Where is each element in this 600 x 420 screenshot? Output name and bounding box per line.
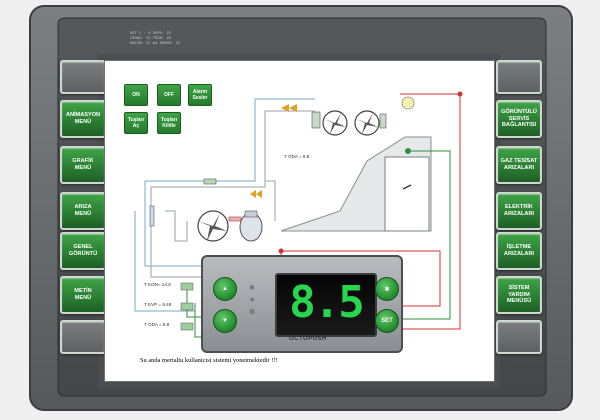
sensor-led-icon [457,91,463,97]
menu-ariza-button[interactable]: ARIZA MENÜ [60,192,106,230]
menu-goruntulu-servis-button[interactable]: GÖRÜNTÜLÜ SERVİS BAĞLANTISI [496,100,542,138]
controller-display: 8.5 [275,273,377,337]
off-button[interactable]: OFF [157,84,181,106]
snowflake-icon: ❄ [384,286,390,293]
empty-left-button-top[interactable] [60,60,106,94]
thermostat-controller: ▲ ▼ ❄☀⚙ 8.5 ❄ SET OCTOPUSH [201,255,403,353]
menu-metin-button[interactable]: METİN MENÜ [60,276,106,314]
empty-right-button-bottom[interactable] [496,320,542,354]
evaporator-fan-1 [322,110,348,136]
refrigeration-diagram [134,91,463,338]
green-pipe [401,150,451,320]
cold-room-door [384,156,430,232]
keys-unlock-button[interactable]: Tuşları Aç [124,112,148,134]
info-line: CIHAZ: 22 TEDH: 22 [130,37,172,41]
on-button[interactable]: ON [124,84,148,106]
menu-elektrik-button[interactable]: ELEKTRİK ARIZALARI [496,192,542,230]
empty-left-button-bottom[interactable] [60,320,106,354]
info-line: HACIM: 22 m3 SENSR: 22 [130,42,181,46]
room-temp-reading: T ODA = 8.8 [144,322,170,327]
controller-temperature-value: 8.5 [289,277,364,328]
controller-brand: OCTOPUSH [289,336,327,342]
status-message: Su anda mertaltu kullanicisi sistemi yon… [140,357,278,364]
menu-animasyon-button[interactable]: ANİMASYON MENÜ [60,100,106,138]
lamp-icon [401,96,415,110]
info-line: SET C : 8 DEPO: 22 [130,32,172,36]
empty-right-button-top[interactable] [496,60,542,94]
room-temp-reading-top: T ODA = 8.8 [284,154,310,159]
up-arrow-button[interactable]: ▲ [213,277,237,301]
evaporator-fan-2 [354,110,380,136]
condenser-fan [197,210,229,242]
menu-gaz-tesisat-button[interactable]: GAZ TESİSAT ARIZALARI [496,146,542,184]
compressor [239,210,263,242]
sensor-led-icon [405,148,411,154]
system-info-panel: SET C : 8 DEPO: 22 CIHAZ: 22 TEDH: 22 HA… [130,32,180,47]
status-icons: ❄☀⚙ [249,285,256,316]
menu-isletme-button[interactable]: İŞLETME ARIZALARI [496,232,542,270]
set-button[interactable]: SET [375,309,399,333]
menu-genel-goruntu-button[interactable]: GENEL GÖRÜNTÜ [60,232,106,270]
down-arrow-button[interactable]: ▼ [213,309,237,333]
condenser-temp-reading: T KON= 24.8 [144,282,171,287]
menu-grafik-button[interactable]: GRAFİK MENÜ [60,146,106,184]
alarm-sound-button[interactable]: Alarm Sesler [188,84,212,106]
menu-sistem-yardim-button[interactable]: SİSTEM YARDIM MENÜSÜ [496,276,542,314]
defrost-button[interactable]: ❄ [375,277,399,301]
red-pipe [400,93,461,330]
sensor-led-icon [278,248,284,254]
keys-lock-button[interactable]: Tuşları Kilitle [157,112,181,134]
evaporator-temp-reading: T EVP = 9.48 [144,302,172,307]
